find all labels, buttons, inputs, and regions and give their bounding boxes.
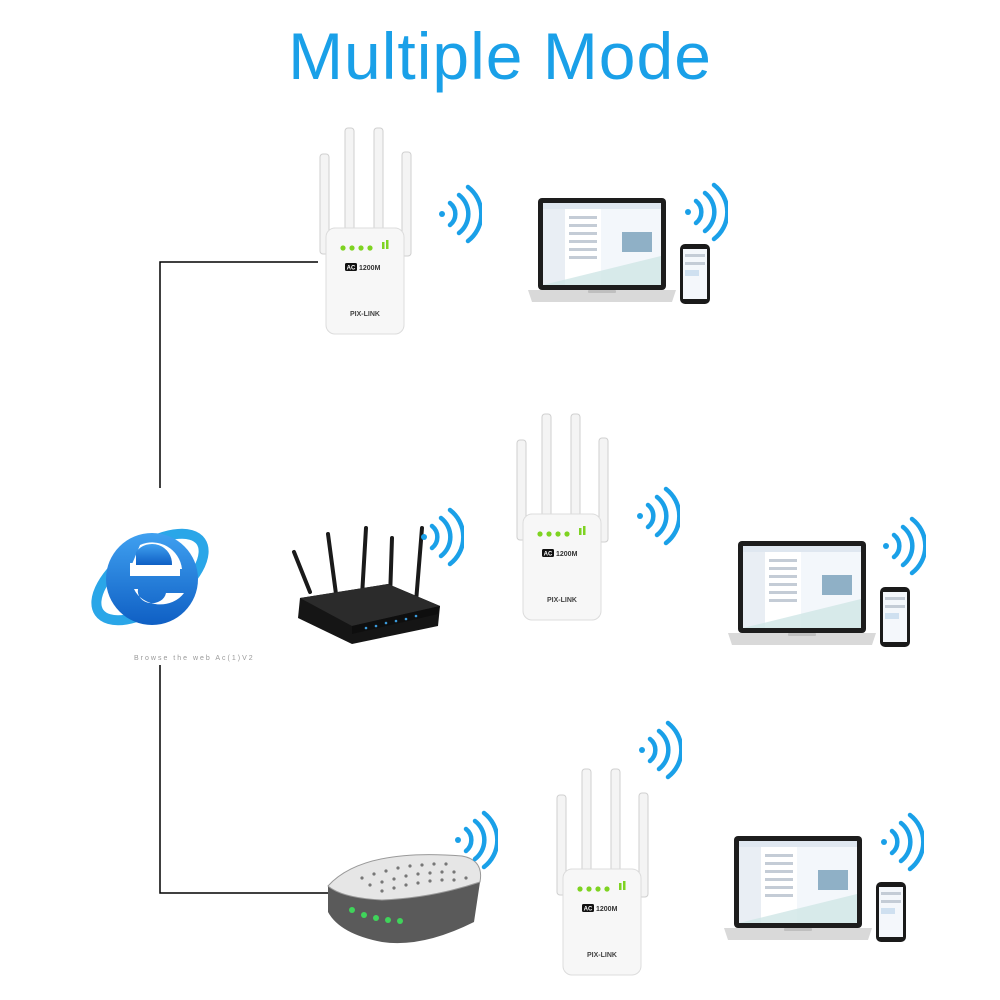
- laptop-icon: [724, 836, 906, 942]
- extender-badge: AC: [544, 552, 553, 558]
- wifi-signal-icon: [883, 516, 926, 576]
- wifi-signal-icon: [637, 486, 680, 546]
- internet-caption: Browse the web Ac(1)V2: [134, 655, 255, 662]
- extender-brand: PIX-LINK: [547, 597, 577, 604]
- wifi-signal-icon: [421, 507, 464, 567]
- range-extender-icon: AC 1200M PIX-LINK: [516, 413, 609, 621]
- smartphone-icon: [880, 587, 910, 647]
- extender-badge: AC: [584, 907, 593, 913]
- modem-icon: [327, 854, 482, 944]
- extender-speed: 1200M: [556, 551, 578, 558]
- extender-speed: 1200M: [359, 265, 381, 272]
- extender-badge: AC: [347, 266, 356, 272]
- wifi-signal-icon: [639, 720, 682, 780]
- smartphone-icon: [680, 244, 710, 304]
- extender-brand: PIX-LINK: [587, 952, 617, 959]
- wifi-signal-icon: [439, 184, 482, 244]
- extender-brand: PIX-LINK: [350, 311, 380, 318]
- smartphone-icon: [876, 882, 906, 942]
- wifi-signal-icon: [685, 182, 728, 242]
- extender-speed: 1200M: [596, 906, 618, 913]
- range-extender-icon: AC 1200M PIX-LINK: [556, 768, 649, 976]
- page-title: Multiple Mode: [288, 19, 712, 93]
- internet-explorer-icon: [91, 528, 209, 626]
- wifi-signal-icon: [881, 812, 924, 872]
- laptop-icon: [528, 198, 710, 304]
- range-extender-icon: AC 1200M PIX-LINK: [319, 127, 412, 335]
- wifi-signal-icon: [455, 810, 498, 870]
- laptop-icon: [728, 541, 910, 647]
- router-icon: [292, 526, 440, 644]
